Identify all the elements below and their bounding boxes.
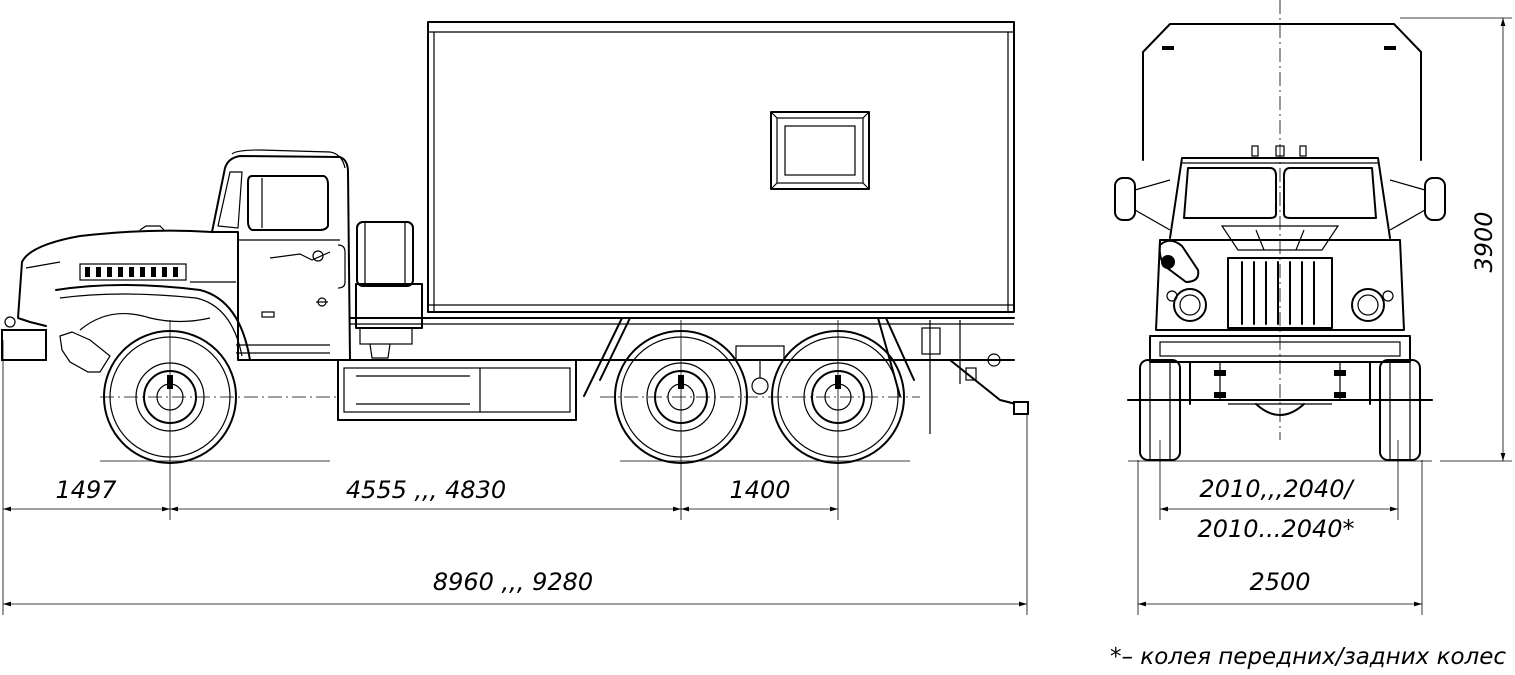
mirror-right [1389, 177, 1446, 231]
dim-track-line2: 2010...2040* [1197, 515, 1354, 543]
spare-wheel [355, 221, 423, 359]
cab [211, 149, 351, 361]
dim-overall-width: 2500 [1249, 568, 1310, 596]
side-window [770, 111, 870, 190]
body-box [427, 21, 1015, 313]
side-view [1, 21, 1029, 464]
side-dimensions: 1497 4555 ,,, 4830 1400 8960 ,,, 9280 [2, 320, 1028, 615]
front-tire-right [1379, 359, 1421, 461]
dim-overall-height: 3900 [1470, 211, 1498, 272]
dim-rear-axle-spacing: 1400 [729, 476, 790, 504]
front-view [1114, 0, 1446, 462]
front-grille [1227, 257, 1333, 329]
track-footnote: *– колея передних/задних колес [1110, 644, 1506, 670]
front-dimensions: 3900 2010,,,2040/ 2010...2040* 2500 [1137, 17, 1512, 615]
dim-overall-length: 8960 ,,, 9280 [433, 568, 593, 596]
dim-track-line1: 2010,,,2040/ [1199, 475, 1355, 503]
hood [1, 225, 251, 373]
mirror-left [1114, 177, 1171, 231]
dim-front-overhang: 1497 [55, 476, 117, 504]
dim-wheelbase: 4555 ,,, 4830 [346, 476, 506, 504]
chassis [337, 317, 1029, 434]
